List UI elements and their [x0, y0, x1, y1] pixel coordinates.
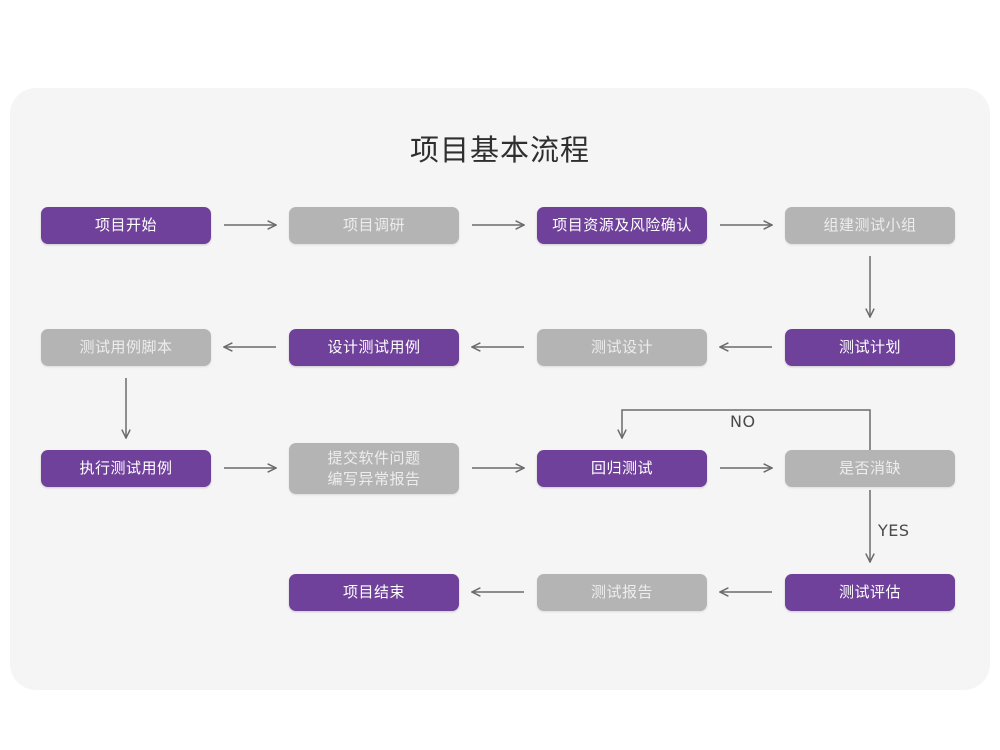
node-test-plan[interactable]: 测试计划	[785, 329, 955, 366]
node-submit-bug-report[interactable]: 提交软件问题 编写异常报告	[289, 443, 459, 494]
node-test-report[interactable]: 测试报告	[537, 574, 707, 611]
node-test-case-script[interactable]: 测试用例脚本	[41, 329, 211, 366]
node-resource-risk-confirm[interactable]: 项目资源及风险确认	[537, 207, 707, 244]
edge-label-yes: YES	[878, 521, 910, 540]
edge-label-no: NO	[730, 412, 756, 431]
node-execute-test-case[interactable]: 执行测试用例	[41, 450, 211, 487]
page-title: 项目基本流程	[409, 133, 590, 167]
node-project-end[interactable]: 项目结束	[289, 574, 459, 611]
node-regression-test[interactable]: 回归测试	[537, 450, 707, 487]
node-test-evaluation[interactable]: 测试评估	[785, 574, 955, 611]
node-test-design[interactable]: 测试设计	[537, 329, 707, 366]
node-project-research[interactable]: 项目调研	[289, 207, 459, 244]
node-design-test-case[interactable]: 设计测试用例	[289, 329, 459, 366]
node-project-start[interactable]: 项目开始	[41, 207, 211, 244]
node-build-test-team[interactable]: 组建测试小组	[785, 207, 955, 244]
node-defect-cleared-decision[interactable]: 是否消缺	[785, 450, 955, 487]
